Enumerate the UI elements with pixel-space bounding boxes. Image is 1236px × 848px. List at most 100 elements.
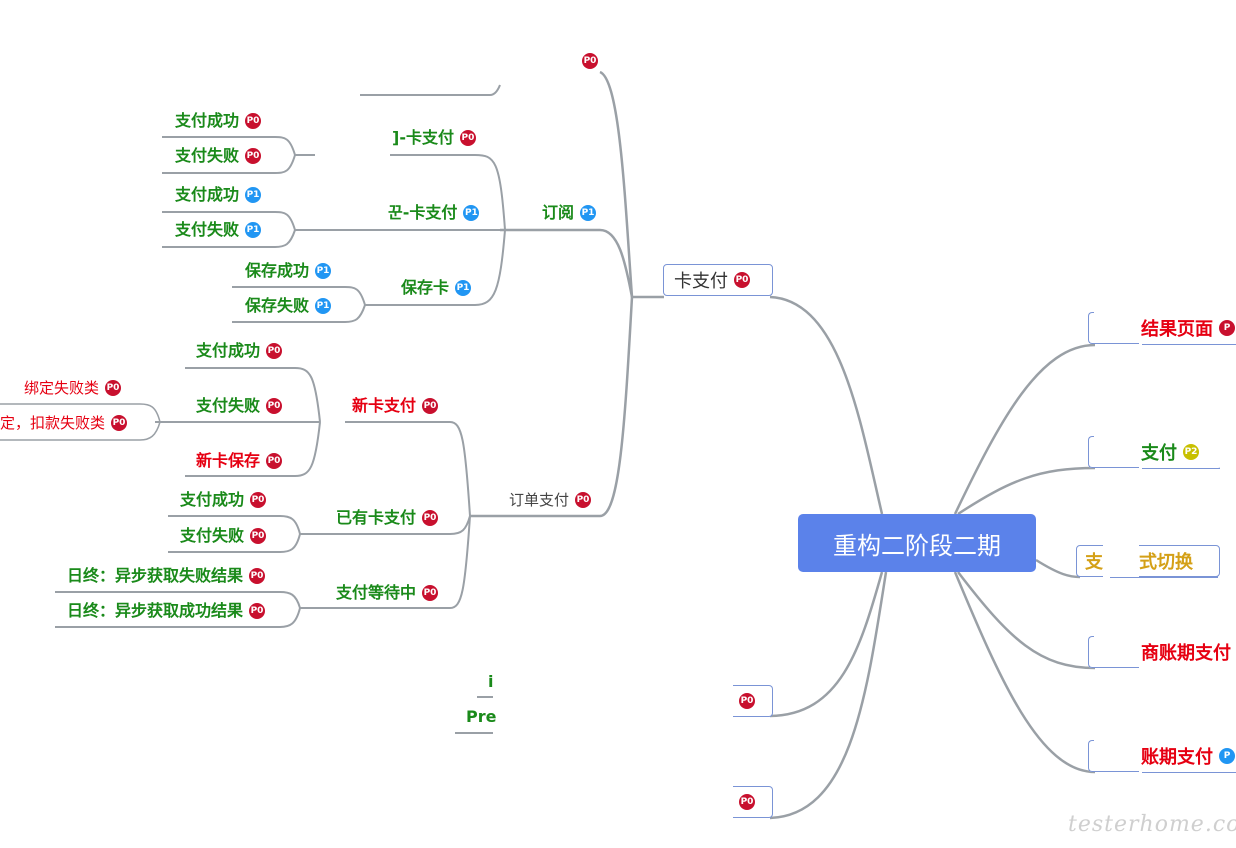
root-label: 重构二阶段二期 — [833, 531, 1001, 560]
pay-waiting-node[interactable]: 支付等待中 P0 — [336, 583, 439, 603]
node-label: 支付成功 — [175, 111, 240, 130]
partial-node[interactable]: i — [488, 672, 493, 692]
priority-badge: P0 — [422, 510, 439, 526]
leaf-node[interactable]: 支付失败 P1 — [175, 220, 262, 240]
order-pay-node[interactable]: 订单支付 P0 — [509, 490, 592, 510]
priority-badge: P — [1219, 748, 1235, 764]
node-label: 支付成功 — [180, 490, 245, 509]
leaf-node[interactable]: 支付失败 P0 — [196, 396, 283, 416]
card-pay-node[interactable]: 卡支付 P0 — [663, 264, 773, 296]
priority-badge: P1 — [245, 187, 262, 203]
node-label: 新卡保存 — [196, 451, 261, 470]
node-label-prefix: 支 — [1085, 552, 1103, 573]
node-label: 结果页面 — [1141, 319, 1213, 340]
new-card-pay-node[interactable]: 꾼-卡支付 P1 — [388, 203, 480, 223]
node-label: 订单支付 — [509, 491, 570, 509]
card-pay-label: 卡支付 — [674, 271, 728, 292]
right-node[interactable]: 账期支付 P — [1088, 740, 1236, 772]
node-label: 支付等待中 — [336, 583, 417, 602]
new-card-payment-node[interactable]: 新卡支付 P0 — [352, 396, 439, 416]
priority-badge: P0 — [105, 380, 122, 396]
node-label: 日终：异步获取失败结果 — [67, 566, 244, 585]
node-label: 支付失败 — [175, 146, 240, 165]
leaf-node[interactable]: 绑定失败类 P0 — [24, 378, 122, 398]
priority-badge: P0 — [249, 568, 266, 584]
priority-badge: P0 — [266, 343, 283, 359]
node-label: ]-卡支付 — [392, 128, 454, 147]
priority-badge: P1 — [315, 298, 332, 314]
priority-badge: P0 — [582, 53, 598, 69]
priority-badge: P0 — [739, 693, 755, 709]
watermark: testerhome.com — [1068, 812, 1236, 837]
priority-badge: P0 — [739, 794, 755, 810]
node-label: 保存失败 — [245, 296, 310, 315]
priority-badge: P1 — [245, 222, 262, 238]
clip-mask — [1094, 312, 1140, 342]
leaf-node[interactable]: 日终：异步获取失败结果 P0 — [67, 566, 266, 586]
node-label: 新卡支付 — [352, 396, 417, 415]
save-card-node[interactable]: 保存卡 P1 — [401, 278, 472, 298]
priority-badge: P1 — [463, 205, 480, 221]
node-label: 订阅 — [542, 203, 575, 222]
priority-badge: P0 — [250, 528, 267, 544]
priority-badge: P0 — [422, 585, 439, 601]
node-label: 꾼-卡支付 — [388, 203, 458, 222]
priority-badge: P1 — [315, 263, 332, 279]
leaf-node[interactable]: 日终：异步获取成功结果 P0 — [67, 601, 266, 621]
node-label: 账期支付 — [1141, 747, 1213, 768]
priority-badge: P — [1219, 320, 1235, 336]
existing-card-payment-node[interactable]: 已有卡支付 P0 — [336, 508, 439, 528]
clip-mask — [1094, 436, 1140, 466]
leaf-node[interactable]: 新卡保存 P0 — [196, 451, 283, 471]
clip-mask — [1094, 636, 1140, 666]
node-label: Pre — [466, 707, 497, 726]
clipped-node[interactable]: P0 — [733, 685, 773, 717]
node-label: 绑定失败类 — [24, 379, 100, 397]
node-label: 支付失败 — [180, 526, 245, 545]
node-label: 支付 — [1141, 443, 1177, 464]
leaf-node[interactable]: 保存成功 P1 — [245, 261, 332, 281]
priority-badge: P0 — [422, 398, 439, 414]
node-label: 商账期支付 — [1141, 643, 1231, 664]
partial-node[interactable]: Pre — [466, 707, 496, 727]
leaf-node[interactable]: 保存失败 P1 — [245, 296, 332, 316]
priority-badge: P0 — [459, 130, 476, 146]
subscribe-node[interactable]: 订阅 P1 — [542, 203, 597, 223]
clip-mask — [1094, 740, 1140, 770]
node-label: 日终：异步获取成功结果 — [67, 601, 244, 620]
leaf-node[interactable]: 支付失败 P0 — [180, 526, 267, 546]
leaf-node[interactable]: 支付失败 P0 — [175, 146, 262, 166]
priority-badge: P0 — [111, 415, 128, 431]
existing-card-pay-node[interactable]: ]-卡支付 P0 — [392, 128, 476, 148]
priority-badge: P0 — [245, 148, 262, 164]
priority-badge: P0 — [250, 492, 267, 508]
node-label: 支付成功 — [175, 185, 240, 204]
node-label: 支付成功 — [196, 341, 261, 360]
priority-badge: P1 — [455, 280, 472, 296]
priority-badge: P1 — [580, 205, 597, 221]
priority-badge: P0 — [734, 272, 750, 288]
clipped-node[interactable]: P0 — [733, 786, 773, 818]
priority-badge: P0 — [249, 603, 266, 619]
right-node[interactable]: 支 式切换 — [1076, 545, 1220, 577]
priority-badge: P0 — [266, 453, 283, 469]
priority-badge: P0 — [266, 398, 283, 414]
node-label: i — [488, 672, 494, 691]
node-label: 保存成功 — [245, 261, 310, 280]
node-label: 已有卡支付 — [336, 508, 417, 527]
priority-badge: P0 — [245, 113, 262, 129]
node-label: 支付失败 — [175, 220, 240, 239]
leaf-node[interactable]: 支付成功 P0 — [180, 490, 267, 510]
leaf-node[interactable]: 支付成功 P0 — [196, 341, 283, 361]
priority-badge: P0 — [575, 492, 592, 508]
leaf-node[interactable]: 定，扣款失败类 P0 — [0, 413, 128, 433]
priority-badge: P2 — [1183, 444, 1199, 460]
node-label: 保存卡 — [401, 278, 450, 297]
node-label: 定，扣款失败类 — [0, 414, 106, 432]
leaf-node[interactable]: 支付成功 P0 — [175, 111, 262, 131]
node-label: 式切换 — [1139, 552, 1193, 573]
root-node[interactable]: 重构二阶段二期 — [798, 514, 1036, 572]
leaf-node[interactable]: 支付成功 P1 — [175, 185, 262, 205]
node-label: 支付失败 — [196, 396, 261, 415]
